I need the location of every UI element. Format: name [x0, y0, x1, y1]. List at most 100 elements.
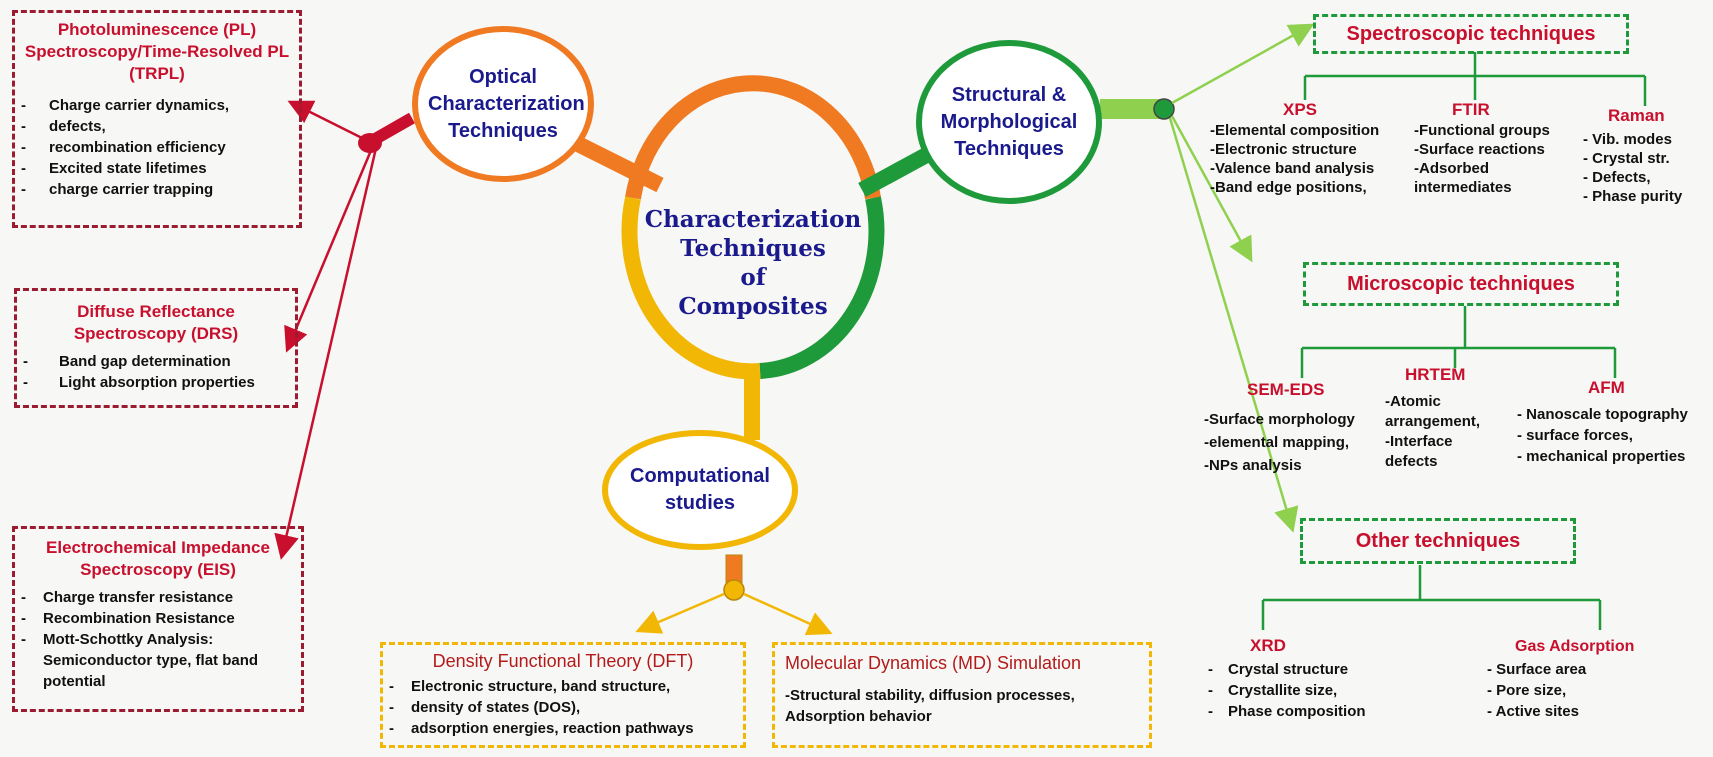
eis-box: Electrochemical Impedance Spectroscopy (… [12, 526, 304, 712]
list-item: - mechanical properties [1517, 448, 1686, 465]
list-item: -Interface [1385, 433, 1453, 450]
list-item: -Surface reactions [1414, 141, 1545, 158]
microscopic-bracket [1300, 306, 1617, 378]
list-item: - Phase purity [1583, 188, 1683, 205]
center-title-line: Composites [678, 293, 828, 320]
microscopic-title: Microscopic techniques [1347, 273, 1575, 295]
drs-box-title: Diffuse Reflectance Spectroscopy (DRS) [73, 302, 239, 343]
afm-title: AFM [1588, 378, 1625, 397]
list-item: -Functional groups [1414, 122, 1550, 139]
list-item: Phase composition [1202, 701, 1366, 722]
optical-node-label: Optical Characterization Techniques [428, 65, 585, 142]
list-item: Light absorption properties [17, 372, 295, 393]
dft-box: Density Functional Theory (DFT) Electron… [380, 642, 746, 748]
list-item: Recombination Resistance [15, 608, 301, 629]
list-item: -Atomic [1385, 393, 1441, 410]
list-item: - Defects, [1583, 169, 1651, 186]
md-box-title: Molecular Dynamics (MD) Simulation [785, 653, 1082, 673]
list-item: - Surface area [1487, 661, 1587, 678]
list-item: defects, [15, 116, 299, 137]
list-item: charge carrier trapping [15, 179, 299, 200]
drs-items: Band gap determination Light absorption … [17, 351, 295, 393]
arrow-to-drs [284, 147, 374, 353]
list-item: defects [1385, 453, 1438, 470]
list-item: -NPs analysis [1204, 457, 1302, 474]
list-item: - Vib. modes [1583, 131, 1672, 148]
other-bracket [1261, 565, 1602, 630]
center-title-line: Characterization [644, 206, 862, 233]
other-box: Other techniques [1300, 518, 1576, 564]
gas-title: Gas Adsorption [1515, 638, 1635, 655]
list-item: -Band edge positions, [1210, 179, 1367, 196]
microscopic-box: Microscopic techniques [1303, 262, 1619, 306]
center-title-line: Techniques [680, 235, 826, 262]
list-item: -Elemental composition [1210, 122, 1380, 139]
dft-box-title: Density Functional Theory (DFT) [432, 651, 694, 671]
xps-title: XPS [1283, 100, 1318, 119]
list-item: - surface forces, [1517, 427, 1633, 444]
list-item: - Active sites [1487, 703, 1579, 720]
computational-node: Computational studies [602, 430, 798, 550]
optical-node: Optical Characterization Techniques [412, 26, 594, 182]
list-item: Charge carrier dynamics, [15, 95, 299, 116]
list-item: Mott-Schottky Analysis: Semiconductor ty… [15, 629, 301, 692]
xrd-title: XRD [1250, 636, 1286, 655]
center-title: Characterization Techniques of Composite… [640, 205, 866, 321]
list-item: Excited state lifetimes [15, 158, 299, 179]
gas-items: - Surface area - Pore size, - Active sit… [1487, 659, 1586, 722]
pl-box-title: Photoluminescence (PL) Spectroscopy/Time… [24, 20, 290, 83]
hrtem-items: -Atomic arrangement, -Interface defects [1385, 392, 1480, 472]
arrow-to-md [743, 592, 833, 636]
arrow-to-other [1168, 117, 1299, 533]
ftir-items: -Functional groups -Surface reactions -A… [1414, 121, 1550, 197]
list-item: Band gap determination [17, 351, 295, 372]
spectroscopic-box: Spectroscopic techniques [1313, 14, 1629, 54]
eis-items: Charge transfer resistance Recombination… [15, 587, 301, 692]
list-item: - Crystal str. [1583, 150, 1670, 167]
center-ring [621, 75, 885, 380]
arrow-to-microscopic [1170, 115, 1253, 263]
pl-items: Charge carrier dynamics, defects, recomb… [15, 95, 299, 200]
raman-items: - Vib. modes - Crystal str. - Defects, -… [1583, 130, 1682, 206]
arrow-to-spectroscopic [1171, 23, 1315, 105]
list-item: -Valence band analysis [1210, 160, 1375, 177]
list-item: - Pore size, [1487, 682, 1567, 699]
list-item: -Surface morphology [1204, 411, 1355, 428]
list-item: - Nanoscale topography [1517, 406, 1688, 423]
arrow-to-pl [287, 100, 363, 140]
list-item: density of states (DOS), [383, 697, 743, 718]
list-item: -Electronic structure [1210, 141, 1357, 158]
center-title-line: of [740, 264, 766, 291]
md-box: Molecular Dynamics (MD) Simulation -Stru… [772, 642, 1152, 748]
drs-box: Diffuse Reflectance Spectroscopy (DRS) B… [14, 288, 298, 408]
list-item: -elemental mapping, [1204, 434, 1350, 451]
xrd-items: Crystal structure Crystallite size, Phas… [1202, 659, 1366, 722]
other-title: Other techniques [1355, 530, 1521, 552]
sem-title: SEM-EDS [1247, 380, 1325, 399]
sem-items: -Surface morphology -elemental mapping, … [1204, 408, 1355, 477]
structural-connector [858, 144, 936, 198]
list-item: -Adsorbed [1414, 160, 1489, 177]
computational-node-label: Computational studies [630, 465, 770, 514]
afm-items: - Nanoscale topography - surface forces,… [1517, 404, 1688, 467]
arrow-to-dft [635, 592, 725, 634]
list-item: Crystal structure [1202, 659, 1366, 680]
hrtem-title: HRTEM [1405, 365, 1466, 384]
list-item: Charge transfer resistance [15, 587, 301, 608]
list-item: arrangement, [1385, 413, 1481, 430]
list-item: intermediates [1414, 179, 1512, 196]
raman-title: Raman [1608, 106, 1665, 125]
list-item: adsorption energies, reaction pathways [383, 718, 743, 739]
list-item: -Structural stability, diffusion process… [785, 687, 1075, 704]
spectroscopic-bracket [1303, 52, 1647, 106]
structural-node-label: Structural & Morphological Techniques [940, 83, 1078, 160]
structural-node: Structural & Morphological Techniques [916, 40, 1102, 204]
structural-hub-dot [1153, 98, 1175, 120]
xps-items: -Elemental composition -Electronic struc… [1210, 121, 1379, 197]
md-items: -Structural stability, diffusion process… [785, 685, 1075, 727]
list-item: recombination efficiency [15, 137, 299, 158]
eis-box-title: Electrochemical Impedance Spectroscopy (… [46, 538, 270, 579]
ftir-title: FTIR [1452, 100, 1490, 119]
spectroscopic-title: Spectroscopic techniques [1346, 23, 1596, 45]
